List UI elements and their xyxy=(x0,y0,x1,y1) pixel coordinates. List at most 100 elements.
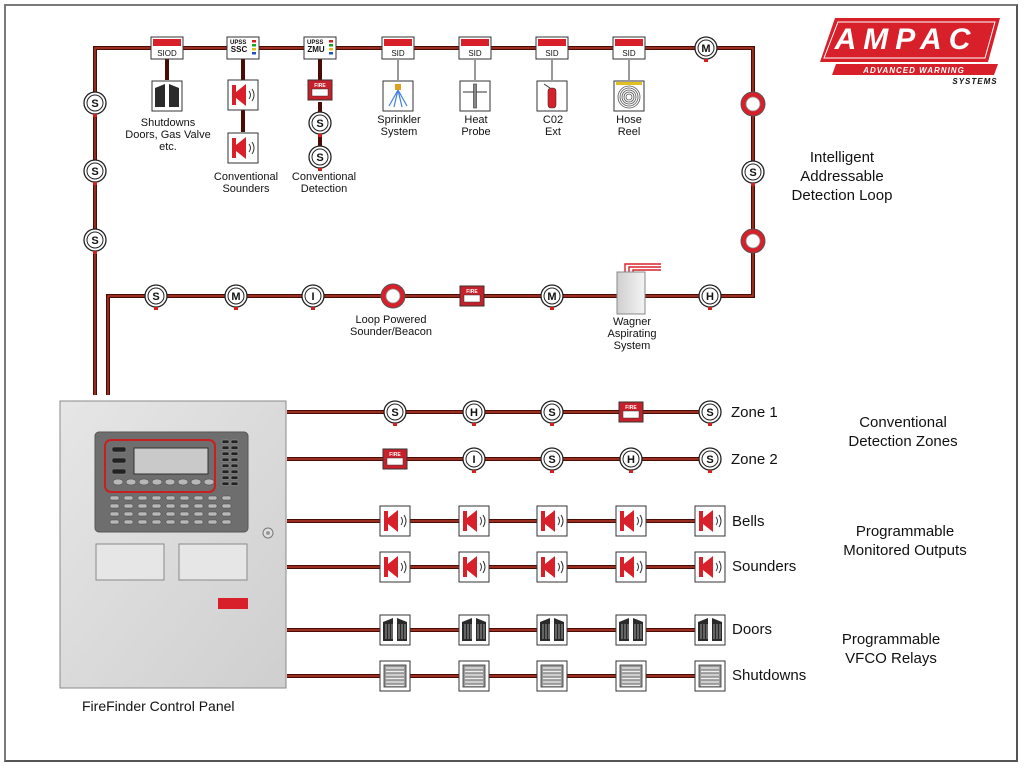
zone2-callpoint: FIRE xyxy=(382,448,408,470)
svg-text:S: S xyxy=(91,98,98,110)
zone2-smoke-2: S xyxy=(698,447,722,473)
zone1-callpoint: FIRE xyxy=(618,401,644,423)
loop-heat-detector: H xyxy=(698,284,722,310)
doors-label: Doors xyxy=(732,621,773,638)
sounder-icon-3 xyxy=(536,551,568,583)
shutdown-icon-1 xyxy=(379,660,411,692)
loop-smoke-detector-left-3: S xyxy=(83,228,107,254)
svg-text:SID: SID xyxy=(545,49,559,58)
zone2-label: Zone 2 xyxy=(731,451,778,468)
zone1-smoke-1: S xyxy=(383,400,407,426)
sounder-icon-5 xyxy=(694,551,726,583)
shutdown-icon-2 xyxy=(458,660,490,692)
loop-sounder-icon-1 xyxy=(227,79,259,111)
zone2-ion: I xyxy=(462,447,486,473)
loop-sounder-caption: Loop Powered Sounder/Beacon xyxy=(350,314,432,338)
svg-text:S: S xyxy=(91,235,98,247)
doors-icon xyxy=(151,80,183,112)
zone1-smoke-3: S xyxy=(698,400,722,426)
svg-text:H: H xyxy=(470,407,478,419)
shutdowns-label: Shutdowns xyxy=(732,667,807,684)
svg-text:FIRE: FIRE xyxy=(314,83,326,89)
loop-smoke-detector-left-2: S xyxy=(83,159,107,185)
svg-text:SIOD: SIOD xyxy=(157,49,177,58)
heat-icon xyxy=(459,80,491,112)
loop-smoke-detector-right: S xyxy=(741,160,765,186)
loop-ion-detector: I xyxy=(301,284,325,310)
svg-text:I: I xyxy=(311,291,314,303)
door-icon-3 xyxy=(536,614,568,646)
svg-text:S: S xyxy=(391,407,398,419)
hose-icon xyxy=(613,80,645,112)
sounder-icon-4 xyxy=(615,551,647,583)
svg-text:FIRE: FIRE xyxy=(466,289,478,295)
module-sid-6: SID xyxy=(612,36,646,60)
control-panel xyxy=(59,400,287,689)
zmu-smoke-detector-1: S xyxy=(308,111,332,137)
svg-text:SYSTEMS: SYSTEMS xyxy=(952,77,997,86)
ampac-logo: AMPAC ADVANCED WARNING SYSTEMS xyxy=(820,18,1000,86)
svg-text:FIRE: FIRE xyxy=(389,452,401,458)
loop-smoke-detector-left-1: S xyxy=(83,91,107,117)
svg-text:H: H xyxy=(627,454,635,466)
shutdown-icon-4 xyxy=(615,660,647,692)
sprinkler-caption: Sprinkler System xyxy=(377,114,421,138)
svg-text:S: S xyxy=(152,291,159,303)
svg-text:ADVANCED WARNING: ADVANCED WARNING xyxy=(862,66,965,75)
shutdown-icon-5 xyxy=(694,660,726,692)
bells-label: Bells xyxy=(732,513,765,530)
wagner-caption: Wagner Aspirating System xyxy=(607,316,657,352)
svg-text:SID: SID xyxy=(468,49,482,58)
shutdown-icon-3 xyxy=(536,660,568,692)
loop-multi-detector-bottom-2: M xyxy=(540,284,564,310)
siod-caption: Shutdowns Doors, Gas Valve etc. xyxy=(125,117,211,153)
bell-icon-5 xyxy=(694,505,726,537)
zmu-smoke-detector-2: S xyxy=(308,145,332,171)
heat-probe-caption: Heat Probe xyxy=(461,114,491,138)
svg-text:SID: SID xyxy=(622,49,636,58)
svg-text:S: S xyxy=(706,407,713,419)
svg-text:M: M xyxy=(701,43,710,55)
bell-icon-1 xyxy=(379,505,411,537)
loop-sounder-icon-2 xyxy=(227,132,259,164)
door-icon-2 xyxy=(458,614,490,646)
svg-text:S: S xyxy=(316,152,323,164)
zone1-smoke-2: S xyxy=(540,400,564,426)
door-icon-1 xyxy=(379,614,411,646)
zmu-caption: Conventional Detection xyxy=(291,171,357,195)
bell-icon-3 xyxy=(536,505,568,537)
module-sid-5: SID xyxy=(535,36,569,60)
svg-text:I: I xyxy=(472,454,475,466)
svg-text:ZMU: ZMU xyxy=(307,45,325,54)
svg-text:UPSS: UPSS xyxy=(307,40,323,46)
svg-text:S: S xyxy=(91,166,98,178)
svg-text:SSC: SSC xyxy=(231,45,248,54)
zone1-label: Zone 1 xyxy=(731,404,778,421)
zmu-callpoint-icon: FIRE xyxy=(307,79,333,101)
svg-text:S: S xyxy=(316,118,323,130)
svg-text:SID: SID xyxy=(391,49,405,58)
loop-multi-detector-top: M xyxy=(694,36,718,62)
sounder-icon-2 xyxy=(458,551,490,583)
svg-text:H: H xyxy=(706,291,714,303)
svg-text:UPSS: UPSS xyxy=(230,40,246,46)
svg-text:AMPAC: AMPAC xyxy=(834,23,978,56)
zone2-smoke-1: S xyxy=(540,447,564,473)
diagram-frame xyxy=(4,4,1018,762)
ssc-caption: Conventional Sounders xyxy=(213,171,279,195)
panel-label: FireFinder Control Panel xyxy=(82,698,235,714)
door-icon-5 xyxy=(694,614,726,646)
conventional-section-title: Conventional Detection Zones xyxy=(848,414,958,450)
loop-title: Intelligent Addressable Detection Loop xyxy=(791,149,893,204)
svg-text:M: M xyxy=(231,291,240,303)
bell-icon-4 xyxy=(615,505,647,537)
svg-text:S: S xyxy=(749,167,756,179)
module-sid-4: SID xyxy=(458,36,492,60)
sounder-icon-1 xyxy=(379,551,411,583)
hose-reel-caption: Hose Reel xyxy=(616,114,642,138)
outputs-section-title: Programmable Monitored Outputs xyxy=(843,523,967,559)
sprinkler-icon xyxy=(382,80,414,112)
